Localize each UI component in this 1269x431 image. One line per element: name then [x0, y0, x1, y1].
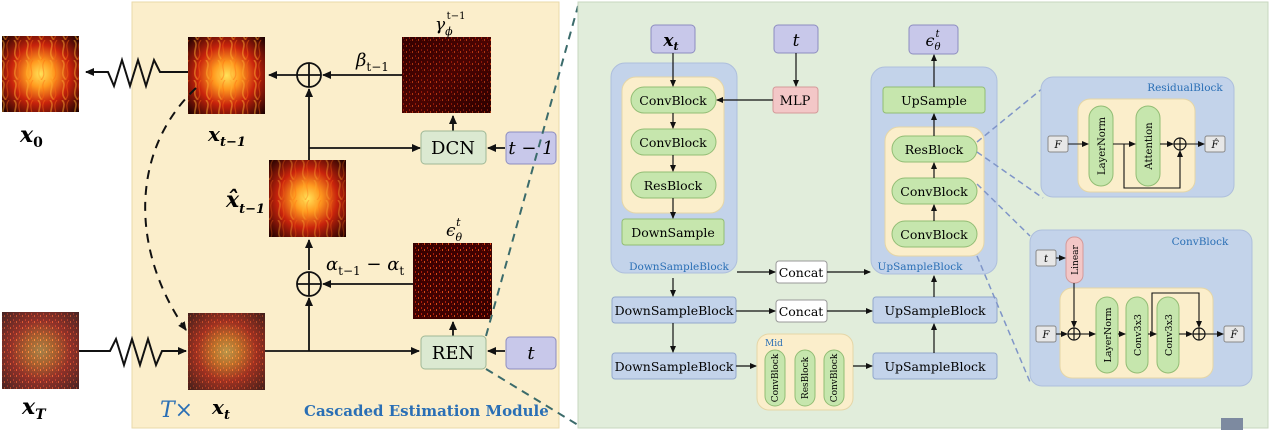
upsampleblock-caption: UpSampleBlock	[878, 261, 964, 273]
conv-Fhat-box	[1223, 325, 1245, 343]
upsample-label: UpSample	[901, 93, 967, 108]
down-resblock-label: ResBlock	[644, 178, 703, 193]
gamma-label: γϕt−1	[435, 11, 465, 38]
t-minus-1-label: t − 1	[508, 138, 553, 159]
downsampleblock-caption: DownSampleBlock	[629, 261, 729, 273]
image-xT	[2, 312, 79, 389]
down-convblock-2-label: ConvBlock	[639, 135, 707, 150]
residual-attention	[1135, 105, 1161, 187]
concat-1-label: Concat	[779, 265, 824, 280]
conv-conv3x3-2	[1156, 296, 1180, 374]
residual-F-label: F	[1054, 140, 1063, 151]
conv-layernorm-label: LayerNorm	[1103, 307, 1114, 362]
up-convblock-1-label: ConvBlock	[900, 184, 968, 199]
xt-label: xt	[211, 395, 230, 423]
cascaded-estimation-module: DCN REN t − 1 t x0 xt−1 x̂t−1 xT xt βt−1…	[2, 1, 560, 429]
conv-linear-label: Linear	[1071, 244, 1081, 274]
mid-convblock-2-label: ConvBlock	[830, 353, 840, 402]
downsampleblock-2	[611, 296, 737, 324]
dashed-loop	[144, 87, 197, 331]
downsampleblock-2-label: DownSampleBlock	[615, 303, 734, 318]
xt-1-label: xt−1	[207, 122, 246, 150]
spring-bottom	[79, 335, 187, 369]
upsampleblock-2-label: UpSampleBlock	[884, 303, 986, 318]
conv-conv3x3-2-label: Conv3x3	[1164, 314, 1175, 356]
upsampleblock-3	[872, 352, 998, 380]
image-gamma	[402, 37, 491, 113]
up-convblock-2-label: ConvBlock	[900, 227, 968, 242]
up-resblock-label: ResBlock	[905, 142, 964, 157]
t-box	[505, 336, 557, 370]
t-minus-1-box	[505, 131, 557, 165]
convblock-title: ConvBlock	[1172, 236, 1229, 248]
conv-Fhat-label: F̂	[1230, 329, 1239, 341]
conv-layernorm	[1095, 296, 1119, 374]
ren-box	[420, 335, 487, 370]
downsample-label: DownSample	[631, 225, 715, 240]
beta-label: βt−1	[355, 50, 389, 74]
xhat-label: x̂t−1	[225, 187, 265, 217]
alpha-label: αt−1 − αt	[326, 254, 404, 278]
upsampleblock-3-label: UpSampleBlock	[884, 359, 986, 374]
dcn-label: DCN	[431, 138, 475, 159]
t-label: t	[527, 343, 535, 364]
downsample-box	[621, 218, 725, 246]
image-epsilon	[413, 243, 492, 319]
residual-attention-label: Attention	[1144, 122, 1155, 171]
image-xt	[188, 313, 265, 390]
ren-label: REN	[432, 343, 474, 364]
eps-output-label: ϵθt	[926, 29, 941, 53]
mid-convblock-1-label: ConvBlock	[771, 353, 781, 402]
conv-conv3x3-1	[1125, 296, 1149, 374]
residualblock-title: ResidualBlock	[1147, 82, 1223, 94]
corner-mark	[1221, 418, 1243, 430]
zoom-connector-bottom	[485, 368, 579, 426]
mid-convblock-1	[764, 349, 786, 407]
x0-label: x0	[19, 122, 43, 151]
residual-Fhat-box	[1204, 135, 1226, 153]
module-title: Cascaded Estimation Module	[304, 402, 549, 420]
image-x0	[2, 36, 79, 112]
downsampleblock-3-label: DownSampleBlock	[615, 359, 734, 374]
concat-2-label: Concat	[779, 304, 824, 319]
down-convblock-1-label: ConvBlock	[639, 93, 707, 108]
t-input-label: t	[793, 31, 800, 51]
mid-label: Mid	[765, 339, 783, 349]
mid-convblock-2	[823, 349, 845, 407]
xT-label: xT	[21, 394, 47, 423]
times-label: T×	[160, 398, 193, 423]
image-xhat	[269, 160, 346, 237]
residual-layernorm-label: LayerNorm	[1097, 116, 1108, 175]
residual-layernorm	[1088, 105, 1114, 187]
epsilon-label: ϵθt	[446, 216, 463, 244]
spring-top	[85, 56, 188, 90]
conv-F-label: F	[1042, 330, 1051, 341]
ren-architecture: xt t ϵθt MLP ConvBlock ConvBlock ResBloc…	[577, 1, 1269, 430]
image-xt-1	[188, 37, 265, 114]
xt-input-label: xt	[662, 31, 678, 53]
conv-conv3x3-1-label: Conv3x3	[1133, 314, 1144, 356]
residual-Fhat-label: F̂	[1211, 139, 1220, 151]
zoom-connector-top	[485, 5, 579, 337]
conv-t-label: t	[1044, 254, 1049, 265]
dcn-box	[420, 130, 487, 165]
mid-resblock	[794, 349, 816, 407]
mlp-label: MLP	[780, 94, 811, 109]
mid-resblock-label: ResBlock	[801, 356, 811, 399]
